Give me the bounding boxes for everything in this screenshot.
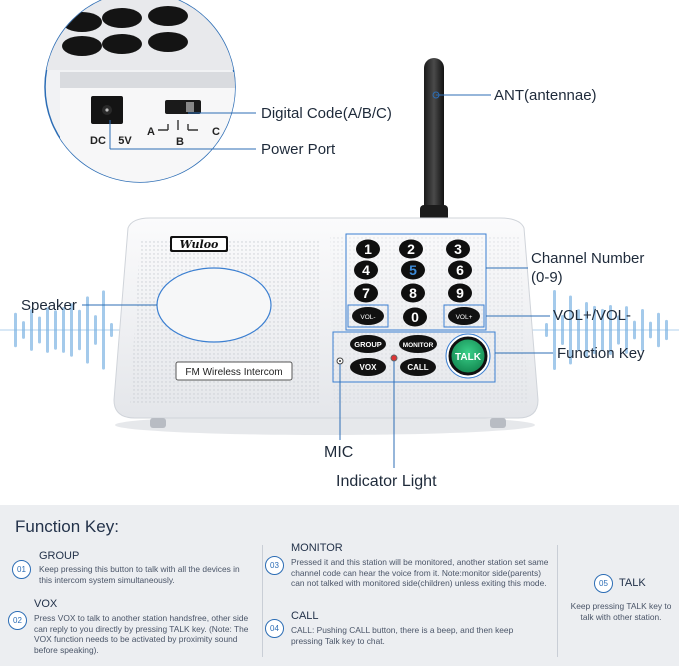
key-9-label: 9 — [456, 285, 464, 301]
key-5-button[interactable] — [401, 260, 425, 280]
callout-vol: VOL+/VOL- — [553, 307, 631, 324]
inset-key-shape — [102, 8, 142, 28]
badge-03: 03 — [265, 556, 284, 575]
monitor-button-label: MONITOR — [403, 342, 434, 349]
fk-call-desc: CALL: Pushing CALL button, there is a be… — [291, 625, 514, 646]
brand-logo-text: Wuloo — [180, 238, 219, 251]
inset-key-shape — [62, 12, 102, 32]
key-2-button[interactable] — [399, 239, 423, 259]
vol-minus-button[interactable] — [352, 307, 384, 325]
badge-05: 05 — [594, 574, 613, 593]
function-key-title: Function Key: — [15, 517, 119, 536]
fk-group-name: GROUP — [39, 550, 80, 562]
key-2-label: 2 — [407, 241, 415, 257]
key-4-label: 4 — [362, 262, 370, 278]
key-9-button[interactable] — [448, 283, 472, 303]
function-key-panel: Function Key: 01 GROUP Keep pressing thi… — [0, 505, 679, 666]
inset-key-shape — [148, 6, 188, 26]
fk-call-name: CALL — [291, 610, 319, 622]
callout-indicator-light: Indicator Light — [336, 473, 437, 490]
monitor-button[interactable] — [399, 335, 437, 353]
key-3-label: 3 — [454, 241, 462, 257]
key-3-button[interactable] — [446, 239, 470, 259]
vol-minus-frame — [347, 304, 389, 328]
key-7-label: 7 — [362, 285, 370, 301]
talk-button-label: TALK — [455, 352, 482, 363]
channel-keypad: 1 2 3 4 5 6 7 8 9 0 — [354, 239, 472, 327]
group-button[interactable] — [350, 335, 386, 353]
vol-plus-label: VOL+ — [456, 314, 473, 321]
key-1-label: 1 — [364, 241, 372, 257]
talk-button[interactable] — [448, 336, 488, 376]
key-7-button[interactable] — [354, 283, 378, 303]
callout-power-port: Power Port — [261, 141, 336, 158]
callout-channel-range: (0-9) — [531, 269, 563, 286]
callout-speaker: Speaker — [21, 297, 77, 314]
port-dc-label: DC — [90, 135, 106, 147]
port-zoom-inset: DC 5V A B C — [44, 0, 236, 183]
key-6-label: 6 — [456, 262, 464, 278]
fk-vox-name: VOX — [34, 598, 58, 610]
callout-function-key: Function Key — [557, 345, 645, 362]
fk-monitor-desc: Pressed it and this station will be moni… — [291, 557, 549, 588]
key-6-button[interactable] — [448, 260, 472, 280]
vol-plus-button[interactable] — [448, 307, 480, 325]
call-button-label: CALL — [407, 363, 428, 372]
vol-minus-label: VOL- — [360, 314, 375, 321]
callout-mic: MIC — [324, 444, 354, 461]
callout-digital-code: Digital Code(A/B/C) — [261, 105, 392, 122]
key-8-label: 8 — [409, 285, 417, 301]
key-1-button[interactable] — [356, 239, 380, 259]
switch-c-label: C — [212, 126, 220, 138]
intercom-illustration: Wuloo FM Wireless Intercom 1 2 3 4 5 6 7 8 9 0 VO… — [0, 0, 679, 468]
device-shadow — [115, 415, 535, 435]
key-4-button[interactable] — [354, 260, 378, 280]
vox-button-label: VOX — [360, 363, 378, 372]
callout-channel-number: Channel Number — [531, 250, 645, 267]
inset-key-shape — [102, 34, 142, 54]
badge-04: 04 — [265, 619, 284, 638]
indicator-light — [390, 354, 398, 362]
call-button[interactable] — [400, 358, 436, 376]
model-label-text: FM Wireless Intercom — [185, 367, 282, 378]
key-5-label: 5 — [409, 262, 417, 278]
callout-leaders — [82, 94, 553, 468]
model-label — [175, 361, 293, 381]
key-0-label: 0 — [411, 309, 419, 325]
group-button-label: GROUP — [354, 340, 382, 349]
switch-a-label: A — [147, 126, 155, 138]
fk-group-desc: Keep pressing this button to talk with a… — [39, 564, 240, 585]
key-8-button[interactable] — [401, 283, 425, 303]
product-illustration: Wuloo FM Wireless Intercom 1 2 3 4 5 6 7 8 9 0 VO… — [0, 0, 679, 490]
port-5v-label: 5V — [118, 135, 132, 147]
fk-talk-desc: Keep pressing TALK key to talk with othe… — [570, 601, 672, 622]
antenna — [420, 58, 448, 233]
vox-button[interactable] — [350, 358, 386, 376]
switch-b-label: B — [176, 136, 184, 148]
fk-talk-name: TALK — [619, 577, 646, 589]
fk-vox-desc: Press VOX to talk to another station han… — [34, 613, 249, 655]
callout-antenna: ANT(antennae) — [494, 87, 597, 104]
channel-keypad-frame — [345, 233, 487, 331]
badge-02: 02 — [8, 611, 27, 630]
vol-plus-frame — [443, 304, 485, 328]
speaker-grille — [156, 267, 272, 343]
separator-2 — [557, 545, 558, 657]
fk-monitor-name: MONITOR — [291, 542, 343, 554]
separator-1 — [262, 545, 263, 657]
key-0-button[interactable] — [403, 307, 427, 327]
function-key-frame — [332, 331, 496, 383]
inset-key-shape — [148, 32, 188, 52]
badge-01: 01 — [12, 560, 31, 579]
inset-key-shape — [62, 36, 102, 56]
